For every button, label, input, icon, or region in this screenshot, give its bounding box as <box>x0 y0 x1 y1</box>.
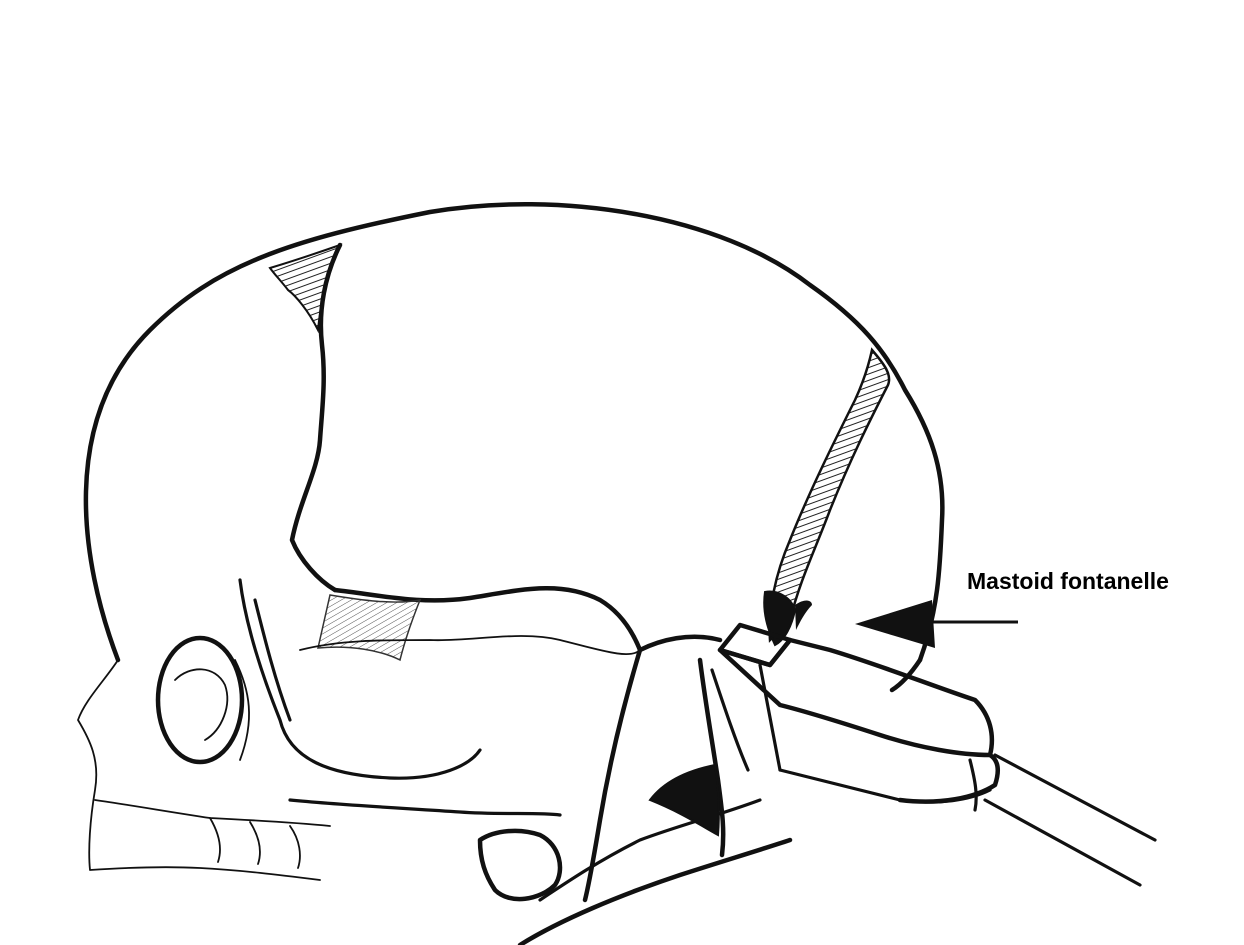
anterior-fontanelle <box>270 245 340 330</box>
mandible <box>480 831 560 899</box>
occipital-bone-line <box>585 650 640 900</box>
teeth-line <box>210 818 300 868</box>
sphenoid-fontanelle <box>318 595 420 660</box>
probe-cable-end <box>970 760 976 810</box>
probe-divider <box>760 665 780 770</box>
annotation-label: Mastoid fontanelle <box>967 568 1169 595</box>
nasal-outline <box>78 660 320 880</box>
mastoid-fontanelle-notch <box>795 600 812 630</box>
probe-body <box>720 640 992 755</box>
annotation-arrow-head <box>855 600 935 648</box>
lambdoid-suture <box>770 350 889 640</box>
mandible-lower <box>520 840 790 945</box>
probe-cable <box>985 755 1155 885</box>
temporal-bone-line <box>290 800 560 815</box>
orbit-outer <box>158 638 242 762</box>
orbit-inner <box>175 669 227 740</box>
